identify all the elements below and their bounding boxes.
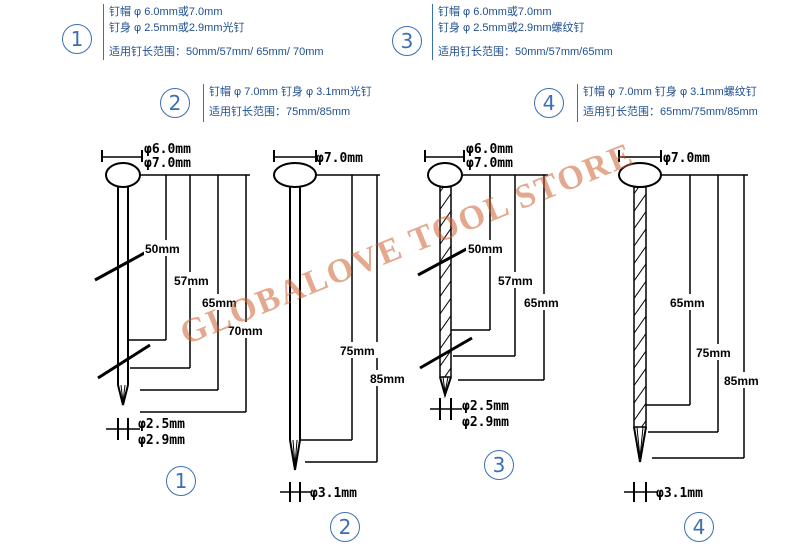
nail-number-3: 3 (484, 450, 514, 480)
nail-1-head (105, 162, 141, 188)
nail-3-head-label-1: φ6.0mm (466, 142, 513, 157)
nail-4-thread (633, 186, 647, 428)
nail-number-1: 1 (166, 466, 196, 496)
spec-number-3: 3 (392, 26, 422, 56)
nail-1-length-2: 57mm (174, 274, 209, 288)
nail-4-length-2: 75mm (696, 346, 731, 360)
nail-3-length-1: 50mm (468, 242, 503, 256)
spec-4-line-1: 钉帽 φ 7.0mm 钉身 φ 3.1mm螺纹钉 (583, 86, 757, 98)
spec-1-line-2: 钉身 φ 2.5mm或2.9mm光钉 (109, 22, 245, 34)
nail-4-head-label-1: φ7.0mm (663, 151, 710, 166)
nail-4-shank-label-1: φ3.1mm (656, 486, 703, 501)
nail-4: φ7.0mm 65mm 75mm 85mm φ3.1mm (618, 150, 762, 502)
spec-number-1: 1 (62, 24, 92, 54)
nail-2-head-label-1: φ7.0mm (316, 151, 363, 166)
spec-number-2: 2 (160, 88, 190, 118)
spec-3-line-1: 钉帽 φ 6.0mm或7.0mm (438, 6, 552, 18)
spec-block-2: 钉帽 φ 7.0mm 钉身 φ 3.1mm光钉 适用钉长范围：75mm/85mm (203, 84, 372, 122)
nail-2-shank-label-1: φ3.1mm (310, 486, 357, 501)
spec-block-1: 钉帽 φ 6.0mm或7.0mm 钉身 φ 2.5mm或2.9mm光钉 适用钉长… (103, 4, 324, 60)
nail-1-shank-label-2: φ2.9mm (138, 433, 185, 448)
spec-1-line-3: 适用钉长范围：50mm/57mm/ 65mm/ 70mm (109, 46, 324, 58)
nail-2: φ7.0mm 75mm 85mm φ3.1mm (273, 150, 408, 502)
nail-1-shank-label-1: φ2.5mm (138, 417, 185, 432)
nail-3-thread (439, 186, 452, 378)
nail-4-length-1: 65mm (670, 296, 705, 310)
nail-3-shank-label-1: φ2.5mm (462, 399, 509, 414)
nail-1: φ6.0mm φ7.0mm 50mm 57mm 65mm 70mm φ2.5mm… (94, 142, 266, 448)
spec-1-line-1: 钉帽 φ 6.0mm或7.0mm (109, 6, 223, 18)
nail-3-head (427, 162, 463, 188)
spec-3-line-3: 适用钉长范围：50mm/57mm/65mm (438, 46, 613, 58)
nail-2-head (273, 162, 317, 188)
nail-number-4: 4 (684, 512, 714, 542)
nail-1-length-3: 65mm (202, 296, 237, 310)
nail-2-length-1: 75mm (340, 344, 375, 358)
spec-3-line-2: 钉身 φ 2.5mm或2.9mm螺纹钉 (438, 22, 585, 34)
spec-block-3: 钉帽 φ 6.0mm或7.0mm 钉身 φ 2.5mm或2.9mm螺纹钉 适用钉… (432, 4, 613, 60)
nail-3: φ6.0mm φ7.0mm 50mm 57mm 65mm φ2.5mm φ2.9… (417, 142, 562, 430)
nail-3-length-3: 65mm (524, 296, 559, 310)
nail-1-length-4: 70mm (228, 324, 263, 338)
nail-number-2: 2 (330, 512, 360, 542)
nail-1-length-1: 50mm (145, 242, 180, 256)
spec-number-4: 4 (534, 88, 564, 118)
nail-4-length-3: 85mm (724, 374, 759, 388)
nail-1-head-label-1: φ6.0mm (144, 142, 191, 157)
nail-3-head-label-2: φ7.0mm (466, 156, 513, 171)
spec-2-line-1: 钉帽 φ 7.0mm 钉身 φ 3.1mm光钉 (209, 86, 372, 98)
nail-2-length-2: 85mm (370, 372, 405, 386)
spec-2-line-2: 适用钉长范围：75mm/85mm (209, 106, 351, 118)
nail-1-head-label-2: φ7.0mm (144, 156, 191, 171)
nail-3-length-2: 57mm (498, 274, 533, 288)
nail-3-shank-label-2: φ2.9mm (462, 415, 509, 430)
spec-block-4: 钉帽 φ 7.0mm 钉身 φ 3.1mm螺纹钉 适用钉长范围：65mm/75m… (577, 84, 758, 122)
spec-4-line-2: 适用钉长范围：65mm/75mm/85mm (583, 106, 758, 118)
